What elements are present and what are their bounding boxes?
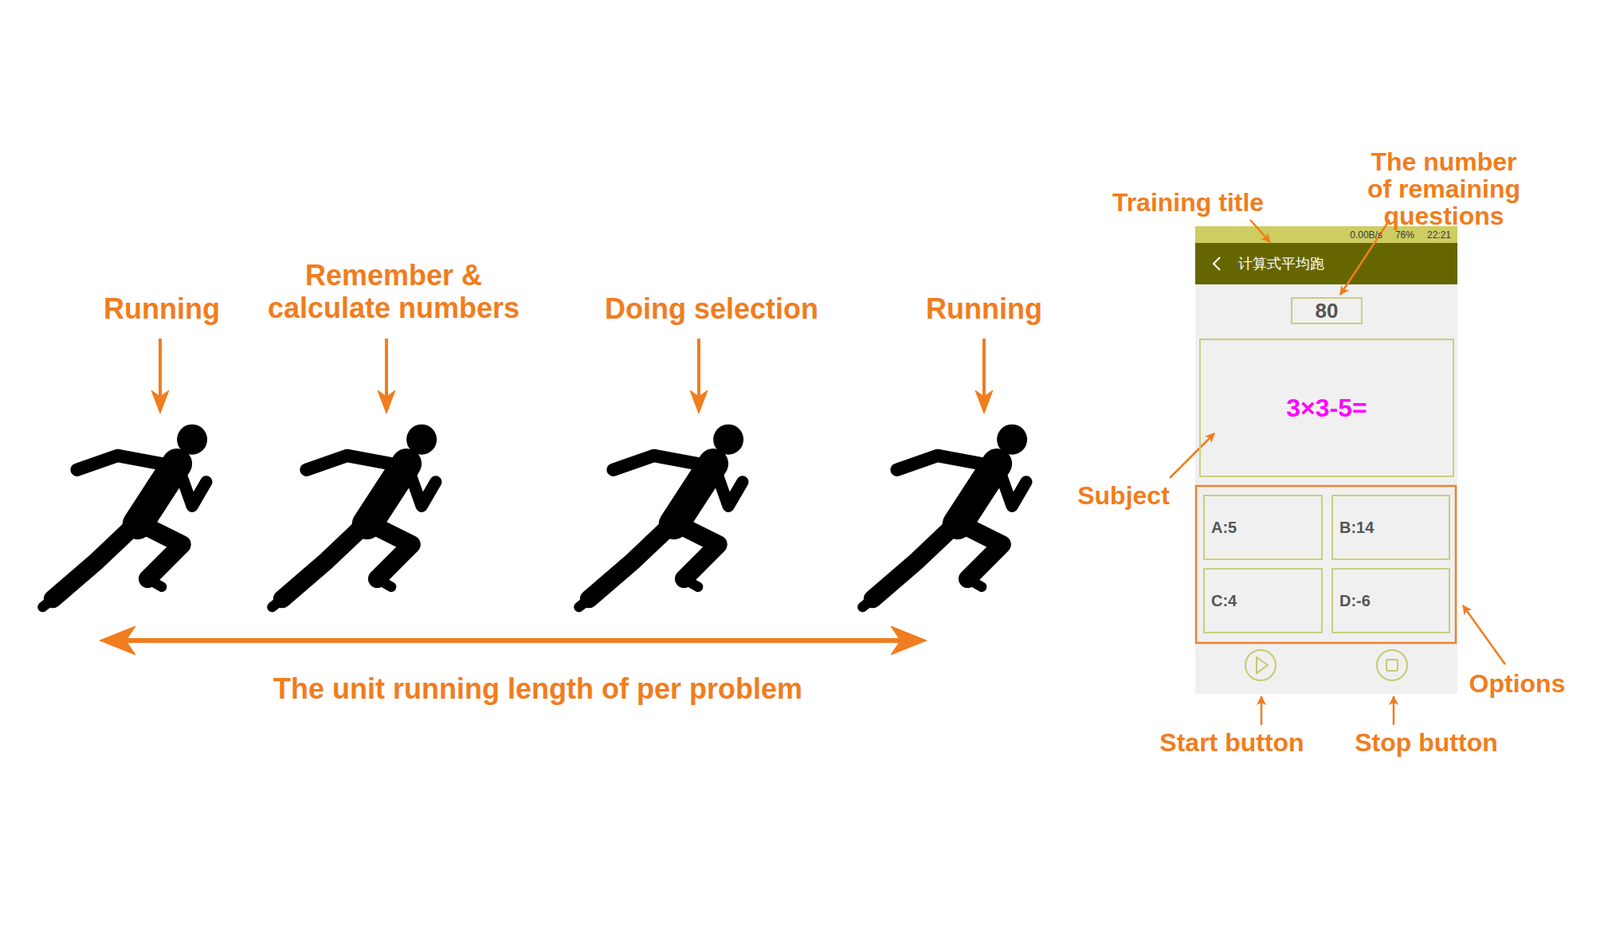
length-arrow — [99, 626, 927, 655]
callout-label: Start button — [1159, 729, 1304, 757]
options-outline — [1196, 486, 1456, 644]
status-bar-text-text: 76% — [1395, 229, 1415, 241]
step-label: Remember & calculate numbers — [250, 258, 538, 325]
callout-label: The number of remaining questions — [1365, 148, 1522, 230]
down-arrows — [151, 338, 993, 414]
subject-box-text: 3×3-5= — [1286, 393, 1367, 424]
subject-box: 3×3-5= — [1199, 338, 1455, 478]
runner-figure — [272, 424, 438, 608]
callout-label: Subject — [1077, 482, 1170, 510]
status-bar-text-text: 0.00B/s — [1349, 229, 1383, 241]
option-box-text: A:5 — [1211, 518, 1237, 538]
runner-figure — [862, 424, 1028, 608]
option-box: C:4 — [1203, 568, 1323, 634]
option-box: D:-6 — [1331, 568, 1451, 634]
option-box-text: D:-6 — [1339, 592, 1371, 611]
callout-label: Options — [1469, 670, 1566, 698]
option-box-text: C:4 — [1211, 592, 1237, 611]
callout-label: Stop button — [1354, 729, 1498, 757]
step-label: Running — [103, 292, 220, 326]
stop-icon — [1386, 659, 1398, 671]
dimension-label: The unit running length of per problem — [273, 672, 803, 706]
status-bar-text-text: 22:21 — [1427, 229, 1451, 241]
callout-label: Training title — [1112, 188, 1264, 216]
runner-figure — [43, 424, 208, 608]
step-label: Doing selection — [604, 292, 819, 326]
status-bar-text: 0.00B/s 76% 22:21 — [1195, 226, 1458, 244]
remaining-counter: 80 — [1290, 297, 1363, 325]
start-button — [1245, 650, 1276, 681]
leader-lines — [1169, 219, 1506, 726]
runner-figure — [579, 424, 745, 608]
stop-button — [1376, 650, 1408, 681]
option-box-text: B:14 — [1339, 518, 1374, 538]
option-box: B:14 — [1331, 494, 1451, 561]
title-bar-text-text: 计算式平均跑 — [1238, 254, 1325, 274]
option-box: A:5 — [1203, 494, 1323, 561]
play-icon — [1256, 657, 1268, 674]
remaining-counter-text: 80 — [1315, 298, 1339, 324]
back-icon — [1213, 257, 1220, 271]
title-bar-text: 计算式平均跑 — [1195, 243, 1458, 285]
phone-screen — [1195, 226, 1458, 695]
step-label: Running — [925, 292, 1043, 326]
title-bar — [1195, 243, 1458, 285]
